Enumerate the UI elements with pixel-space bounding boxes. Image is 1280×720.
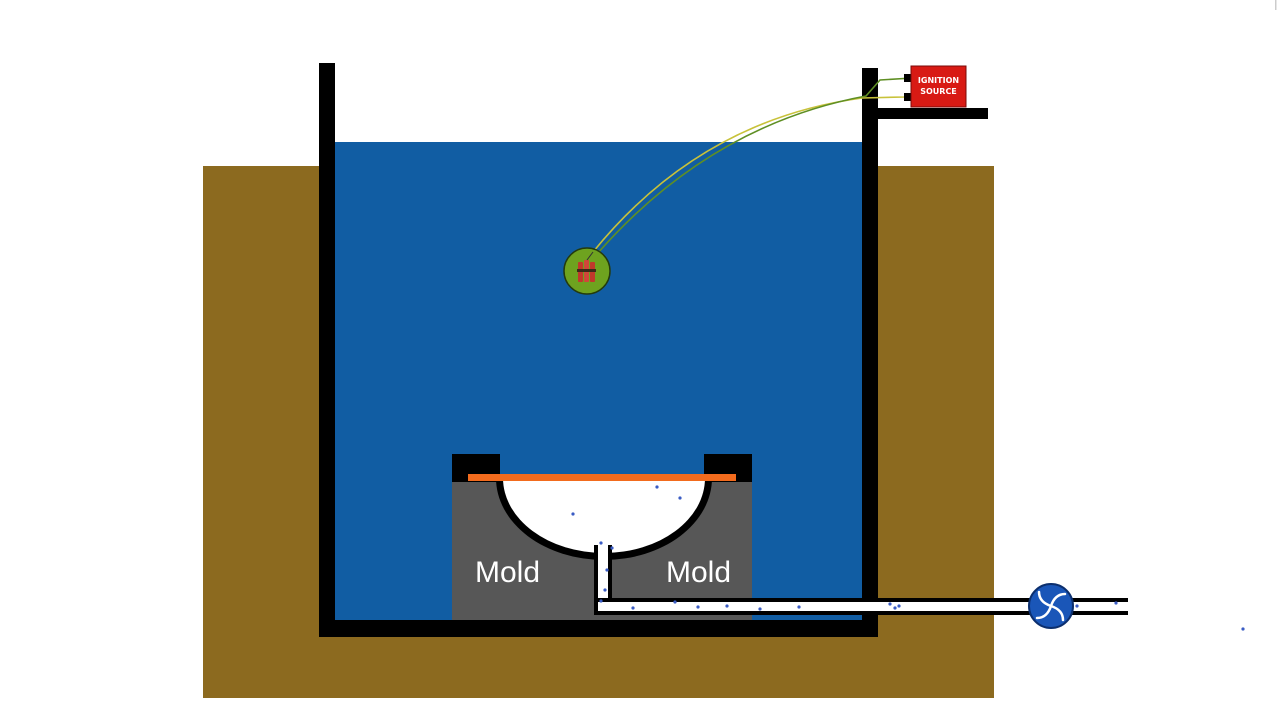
tank-left-wall (319, 63, 335, 637)
ignition-source-box: IGNITION SOURCE (904, 65, 967, 108)
tank-bottom (319, 620, 878, 637)
mold-label-left: Mold (475, 556, 540, 589)
ignition-label-line2: SOURCE (920, 87, 957, 96)
ignition-wires (592, 77, 913, 255)
tank-right-wall (862, 68, 878, 637)
ignition-shelf (862, 108, 988, 119)
mold-label-right: Mold (666, 556, 731, 589)
ignition-label-line1: IGNITION (918, 76, 959, 85)
corner-mark (1275, 0, 1277, 10)
blank-sheet (468, 474, 736, 481)
die-cavity (503, 478, 705, 553)
vacuum-pipe (598, 602, 1128, 611)
air-bubbles (571, 485, 1245, 631)
vacuum-pump-icon (1028, 583, 1074, 629)
vacuum-channel-v (598, 545, 608, 607)
explosive-charge-icon (563, 247, 611, 295)
